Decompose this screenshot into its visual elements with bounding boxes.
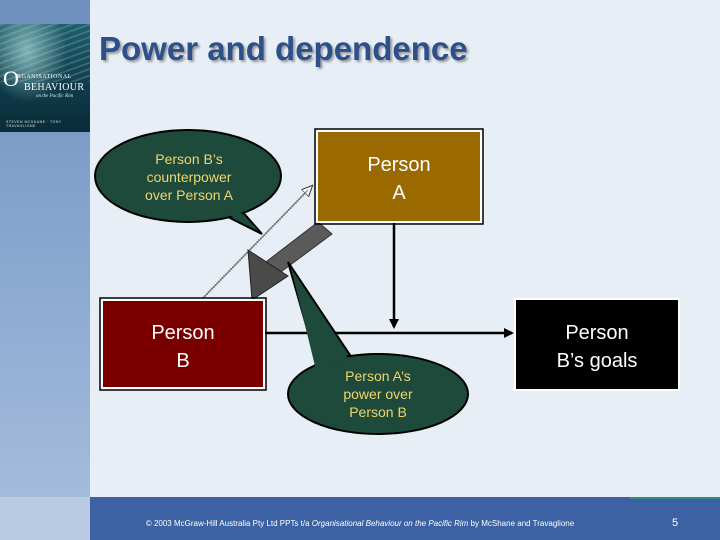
footer-bar [90, 497, 630, 540]
power-line-1: Person A’s [345, 368, 411, 384]
power-callout: Person A’s power over Person B [287, 261, 469, 435]
person-b-label-2: B [176, 350, 189, 372]
footer-left-block [0, 497, 90, 540]
fish-school-image [0, 24, 90, 82]
slide-title: Power and dependence [99, 30, 468, 67]
footer-book-title: Organisational Behaviour on the Pacific … [311, 519, 469, 528]
counterpower-line-3: over Person A [145, 187, 234, 203]
goals-label-1: Person [565, 322, 628, 344]
footer-page-block [630, 497, 720, 540]
person-b-goals-node: Person B’s goals [514, 298, 680, 391]
person-a-label-2: A [392, 182, 406, 204]
footer-text-before: 2003 McGraw-Hill Australia Pty Ltd PPTs … [151, 519, 312, 528]
person-b-node: Person B [99, 297, 267, 391]
person-a-label-1: Person [367, 154, 430, 176]
person-a-node: Person A [314, 128, 484, 225]
goals-label-2: B’s goals [557, 350, 638, 372]
book-cover-logo: O RGANISATIONAL BEHAVIOUR on the Pacific… [0, 24, 90, 132]
power-arrow-head [247, 249, 289, 301]
copyright-symbol: © [145, 519, 152, 528]
cover-o-letter: O [3, 66, 19, 91]
counterpower-arrow-core [202, 189, 309, 299]
counterpower-line-1: Person B’s [155, 151, 222, 167]
person-b-label-1: Person [151, 322, 214, 344]
footer-text-after: by McShane and Travaglione [468, 519, 575, 528]
cover-authors: STEVEN MCSHANE · TONY TRAVAGLIONE [6, 120, 62, 128]
cover-line-2: BEHAVIOUR [24, 82, 85, 93]
counterpower-line-2: counterpower [147, 169, 232, 185]
cover-line-1: RGANISATIONAL [17, 74, 72, 80]
cover-line-3: on the Pacific Rim [36, 94, 74, 99]
power-line-3: Person B [349, 404, 407, 420]
footer-copyright: © 2003 McGraw-Hill Australia Pty Ltd PPT… [90, 519, 630, 528]
page-number: 5 [672, 517, 679, 529]
power-line-2: power over [343, 386, 413, 402]
counterpower-callout: Person B’s counterpower over Person A [94, 129, 282, 235]
